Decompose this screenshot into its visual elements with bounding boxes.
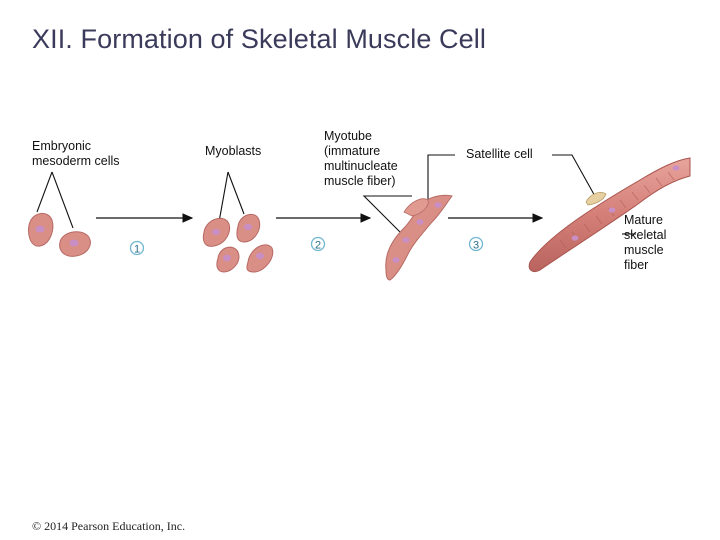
label-embryonic-mesoderm-cells: Embryonic mesoderm cells xyxy=(32,139,120,168)
fiber-body xyxy=(528,157,691,273)
step-circle-2 xyxy=(310,236,326,252)
step-number-3: 3 xyxy=(473,240,479,252)
leader-line-myoblasts-2 xyxy=(227,171,245,215)
step-number-1: 1 xyxy=(134,244,140,256)
nucleus xyxy=(223,254,231,262)
myotube xyxy=(385,194,453,281)
nucleus xyxy=(416,219,424,225)
leader-lines xyxy=(36,154,636,237)
label-mature-fiber: Mature skeletal muscle fiber xyxy=(624,213,667,272)
nucleus xyxy=(244,223,252,231)
mature-muscle-fiber xyxy=(528,157,691,273)
nucleus xyxy=(212,228,220,236)
myoblasts xyxy=(202,213,274,273)
myotube-fusing-cell xyxy=(403,198,429,217)
slide-title: XII. Formation of Skeletal Muscle Cell xyxy=(32,24,486,54)
leader-line-satellite xyxy=(552,154,597,199)
label-myoblasts: Myoblasts xyxy=(205,144,262,158)
label-myotube: Myotube (immature multinucleate muscle f… xyxy=(324,129,398,188)
nucleus xyxy=(392,257,400,263)
nucleus xyxy=(608,207,616,213)
leader-line-embryonic-2 xyxy=(51,171,74,229)
label-satellite-cell: Satellite cell xyxy=(466,147,533,161)
leader-line-embryonic-1 xyxy=(36,171,53,213)
myotube-body xyxy=(385,194,453,281)
nucleus xyxy=(571,235,579,241)
step-number-2: 2 xyxy=(315,240,321,252)
leader-line-myoblasts-1 xyxy=(218,171,229,223)
satellite-cell xyxy=(585,192,607,206)
step-circle-3 xyxy=(468,236,484,252)
leader-line-myotube xyxy=(362,195,412,237)
nucleus xyxy=(69,239,79,247)
nucleus xyxy=(256,252,264,260)
nucleus xyxy=(402,237,410,243)
leader-line-satellite-2 xyxy=(427,154,455,200)
nucleus xyxy=(35,225,45,233)
step-circle-1 xyxy=(129,240,145,256)
nucleus xyxy=(672,165,680,171)
embryonic-mesoderm-cells xyxy=(27,213,91,257)
copyright-notice: © 2014 Pearson Education, Inc. xyxy=(32,519,186,533)
nucleus xyxy=(434,202,442,208)
